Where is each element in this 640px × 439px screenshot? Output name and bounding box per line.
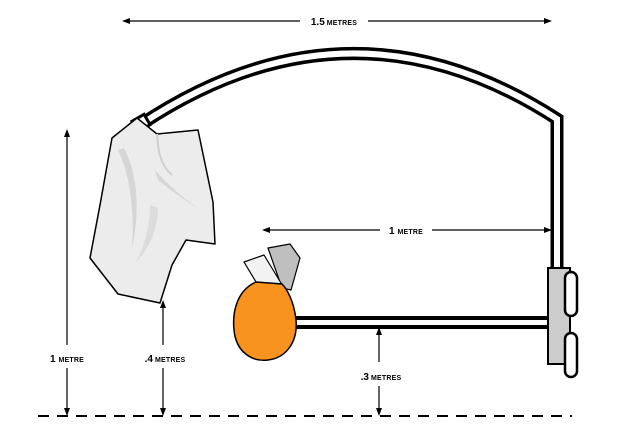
dimension-arch-width [122, 18, 552, 24]
dimension-cloth-height [64, 129, 70, 416]
dimension-arm-length [262, 227, 552, 233]
cloth-icon [89, 117, 216, 304]
dimension-cloth-bottom-height [160, 300, 166, 416]
arch-pipe [136, 47, 564, 275]
arm-pipe [292, 316, 550, 329]
pouch-icon [232, 243, 301, 361]
wall-mount [547, 267, 579, 379]
dimension-arm-height [376, 327, 382, 416]
